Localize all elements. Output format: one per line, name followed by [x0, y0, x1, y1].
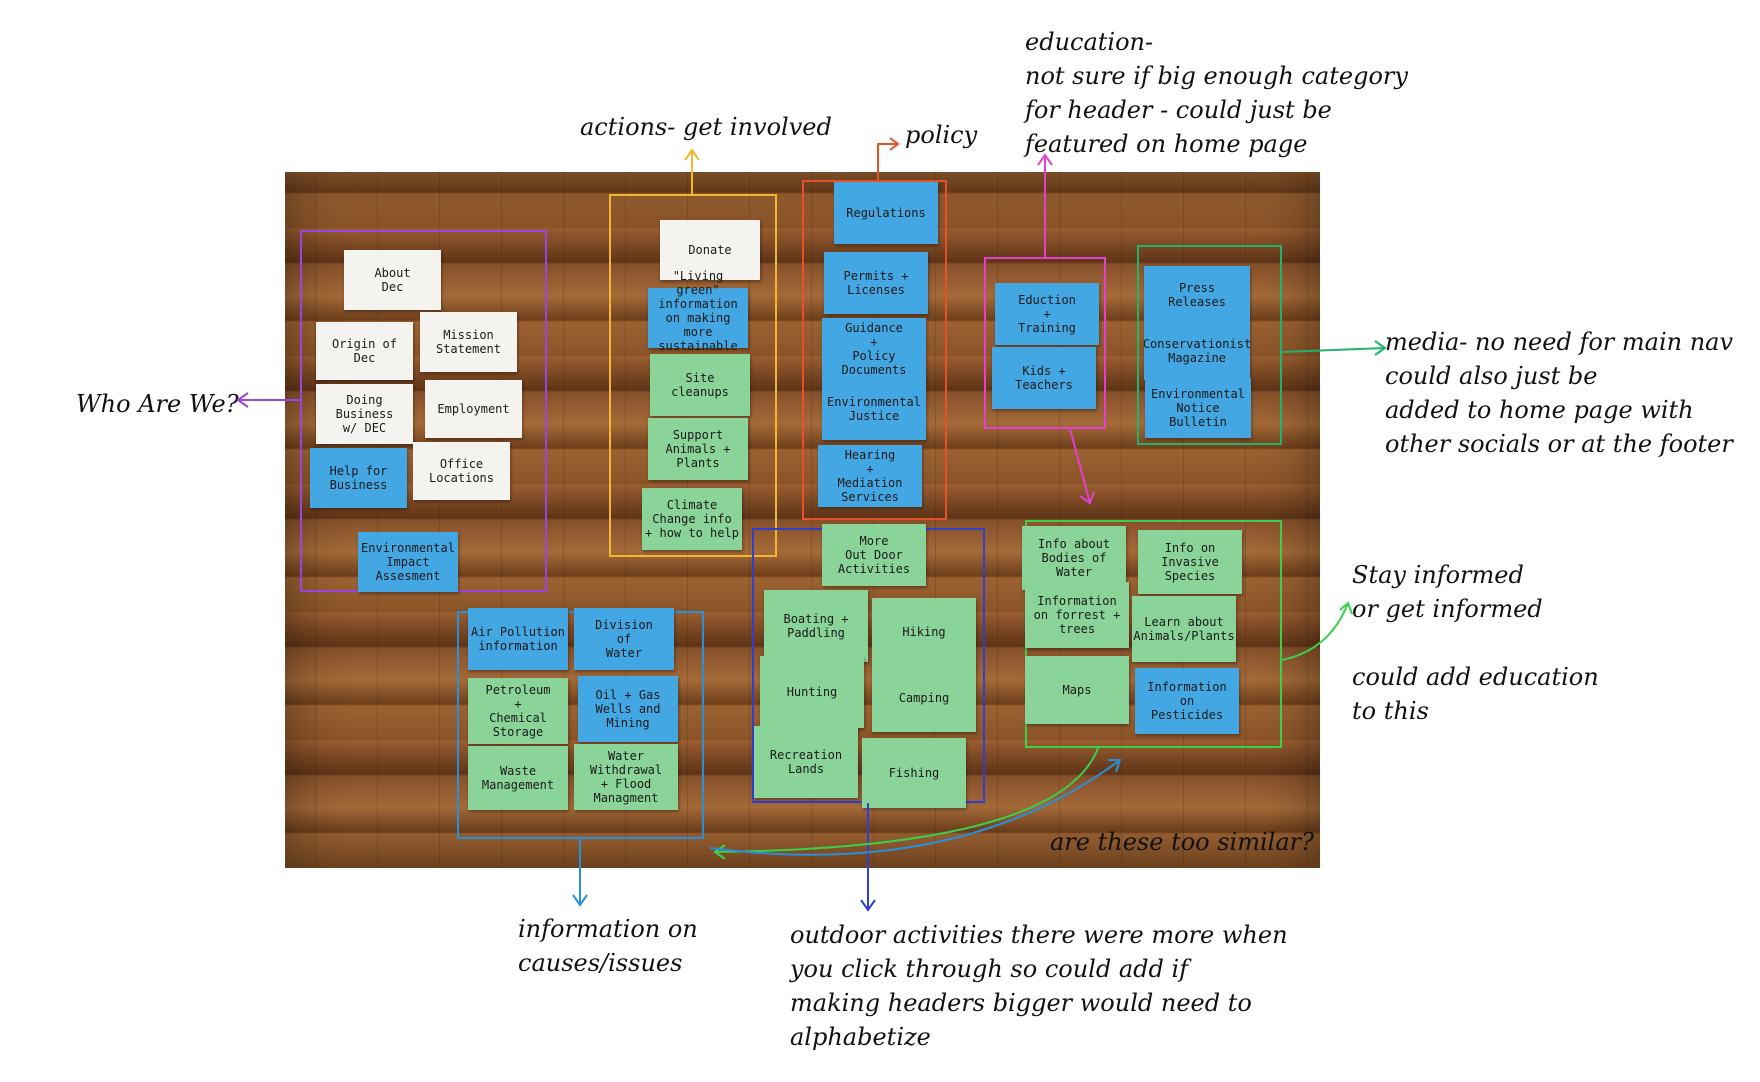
group-education [984, 257, 1106, 429]
note-who-are-we: Who Are We? [76, 390, 239, 418]
card-about-dec: About Dec [344, 250, 441, 310]
card-hunting: Hunting [760, 656, 864, 728]
note-policy: policy [905, 121, 978, 149]
arrow-outdoor [860, 803, 876, 912]
card-education-training: Eduction + Training [995, 283, 1099, 345]
group-media [1137, 245, 1282, 445]
card-pesticides: Information on Pesticides [1135, 668, 1239, 734]
card-permits: Permits + Licenses [824, 252, 928, 314]
card-site-cleanups: Site cleanups [650, 354, 750, 416]
card-notice-bulletin: Environmental Notice Bulletin [1145, 378, 1251, 438]
card-hiking: Hiking [872, 598, 976, 666]
card-origin-of-dec: Origin of Dec [316, 322, 413, 380]
card-water-withdrawal: Water Withdrawal + Flood Managment [574, 744, 678, 810]
card-bodies-of-water: Info about Bodies of Water [1022, 526, 1126, 590]
card-environmental-impact: Environmental Impact Assesment [358, 532, 458, 592]
note-education: education- not sure if big enough catego… [1025, 28, 1408, 158]
card-donate: Donate [660, 220, 760, 280]
card-waste-management: Waste Management [468, 746, 568, 810]
card-conservationist: Conservationist Magazine [1143, 322, 1251, 380]
card-guidance: Guidance + Policy Documents [822, 318, 926, 380]
arrow-who [236, 392, 300, 408]
note-too-similar: are these too similar? [1050, 828, 1314, 856]
card-kids-teachers: Kids + Teachers [992, 347, 1096, 409]
arrow-policy [877, 137, 900, 180]
card-invasive-species: Info on Invasive Species [1138, 530, 1242, 594]
arrow-actions [684, 148, 700, 194]
card-climate-change: Climate Change info + how to help [642, 488, 742, 550]
card-regulations: Regulations [834, 182, 938, 244]
arrow-media [1281, 340, 1387, 356]
card-maps: Maps [1025, 656, 1129, 724]
note-add-education: could add education to this [1352, 663, 1599, 725]
arrow-education-down [1069, 428, 1095, 505]
arrow-similar-blue [709, 759, 1122, 856]
note-stay-informed: Stay informed or get informed [1352, 561, 1543, 623]
note-actions: actions- get involved [580, 113, 832, 141]
group-policy [802, 180, 947, 520]
card-petroleum: Petroleum + Chemical Storage [468, 678, 568, 744]
card-recreation-lands: Recreation Lands [754, 726, 858, 798]
card-support-animals: Support Animals + Plants [648, 418, 748, 480]
note-media: media- no need for main nav could also j… [1385, 328, 1734, 458]
card-environmental-justice: Environmental Justice [822, 378, 926, 440]
arrow-stay [1281, 601, 1353, 661]
note-causes: information on causes/issues [518, 915, 698, 977]
card-division-water: Division of Water [574, 608, 674, 670]
card-air-pollution: Air Pollution information [468, 608, 568, 670]
card-camping: Camping [872, 664, 976, 732]
group-actions [609, 194, 777, 557]
card-press-releases: Press Releases [1144, 266, 1250, 324]
card-oil-gas: Oil + Gas Wells and Mining [578, 676, 678, 742]
card-boating: Boating + Paddling [764, 590, 868, 662]
card-forrest-trees: Information on forrest + trees [1025, 582, 1129, 648]
card-employment: Employment [425, 380, 522, 438]
arrow-causes [572, 839, 588, 907]
card-fishing: Fishing [862, 738, 966, 808]
note-outdoor: outdoor activities there were more when … [790, 921, 1288, 1051]
arrow-education-up [1037, 153, 1053, 257]
card-more-outdoor: More Out Door Activities [822, 524, 926, 586]
arrow-similar-green [713, 747, 1099, 860]
card-doing-business: Doing Business w/ DEC [316, 384, 413, 444]
card-help-for-business: Help for Business [310, 448, 407, 508]
card-learn-animals: Learn about Animals/Plants [1132, 596, 1236, 662]
card-hearing: Hearing + Mediation Services [818, 445, 922, 507]
card-mission-statement: Mission Statement [420, 312, 517, 372]
card-office-locations: Office Locations [413, 442, 510, 500]
